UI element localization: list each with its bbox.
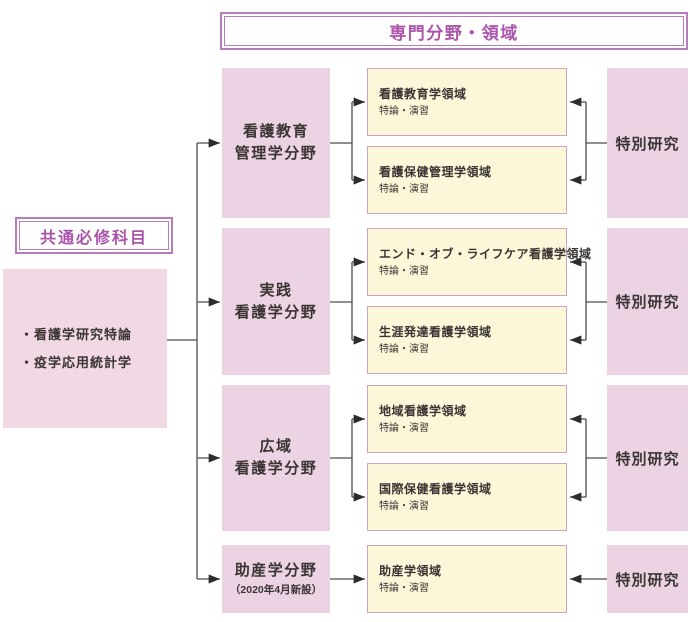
area-box-1b: 看護保健管理学領域 特論・演習 (367, 146, 567, 214)
common-subject-item: ・看護学研究特論 (20, 326, 133, 342)
research-box-1: 特別研究 (607, 68, 688, 218)
field-name-note: （2020年4月新設） (229, 584, 323, 596)
area-box-1a: 看護教育学領域 特論・演習 (367, 68, 567, 136)
area-name: 助産学領域 (379, 563, 442, 578)
area-subjects: 特論・演習 (379, 422, 429, 434)
area-subjects: 特論・演習 (379, 582, 429, 594)
field-name-line: 看護学分野 (234, 303, 318, 321)
field-name-line: 看護学分野 (234, 460, 318, 477)
area-subjects: 特論・演習 (379, 183, 429, 195)
area-name: エンド・オブ・ライフケア看護学領域 (379, 246, 592, 261)
area-box-3b: 国際保健看護学領域 特論・演習 (367, 463, 567, 531)
area-subjects: 特論・演習 (379, 265, 429, 277)
area-name: 看護保健管理学領域 (379, 164, 492, 179)
area-subjects: 特論・演習 (379, 343, 429, 355)
field-name-line: 管理学分野 (234, 145, 318, 162)
research-box-3: 特別研究 (607, 385, 688, 531)
area-subjects: 特論・演習 (379, 500, 429, 512)
specialized-fields-title: 専門分野・領域 (224, 16, 684, 46)
research-box-4: 特別研究 (607, 545, 688, 613)
field-box-2: 実践 看護学分野 (222, 228, 330, 375)
area-box-2a: エンド・オブ・ライフケア看護学領域 特論・演習 (367, 228, 592, 296)
field-box-3: 広域 看護学分野 (222, 385, 330, 531)
field-name-line: 助産学分野 (234, 562, 318, 579)
field-name-line: 広域 (259, 438, 293, 455)
common-subjects-box: ・看護学研究特論 ・疫学応用統計学 (3, 269, 167, 428)
area-subjects: 特論・演習 (379, 105, 429, 117)
common-subjects-title: 共通必修科目 (19, 221, 169, 250)
area-name: 国際保健看護学領域 (379, 481, 492, 496)
research-box-2: 特別研究 (607, 228, 688, 375)
common-subject-item: ・疫学応用統計学 (20, 354, 133, 370)
area-name: 地域看護学領域 (379, 403, 467, 418)
field-name-line: 実践 (259, 281, 293, 299)
area-box-4a: 助産学領域 特論・演習 (367, 545, 567, 613)
area-name: 看護教育学領域 (379, 86, 467, 101)
field-box-1: 看護教育 管理学分野 (222, 68, 330, 218)
area-box-2b: 生涯発達看護学領域 特論・演習 (367, 306, 567, 374)
area-name: 生涯発達看護学領域 (379, 324, 492, 339)
field-name-line: 看護教育 (242, 123, 309, 140)
field-box-4: 助産学分野 （2020年4月新設） (222, 545, 330, 613)
specialized-fields-header: 専門分野・領域 (220, 12, 688, 50)
common-subjects-header: 共通必修科目 (15, 217, 173, 254)
area-box-3a: 地域看護学領域 特論・演習 (367, 385, 567, 453)
